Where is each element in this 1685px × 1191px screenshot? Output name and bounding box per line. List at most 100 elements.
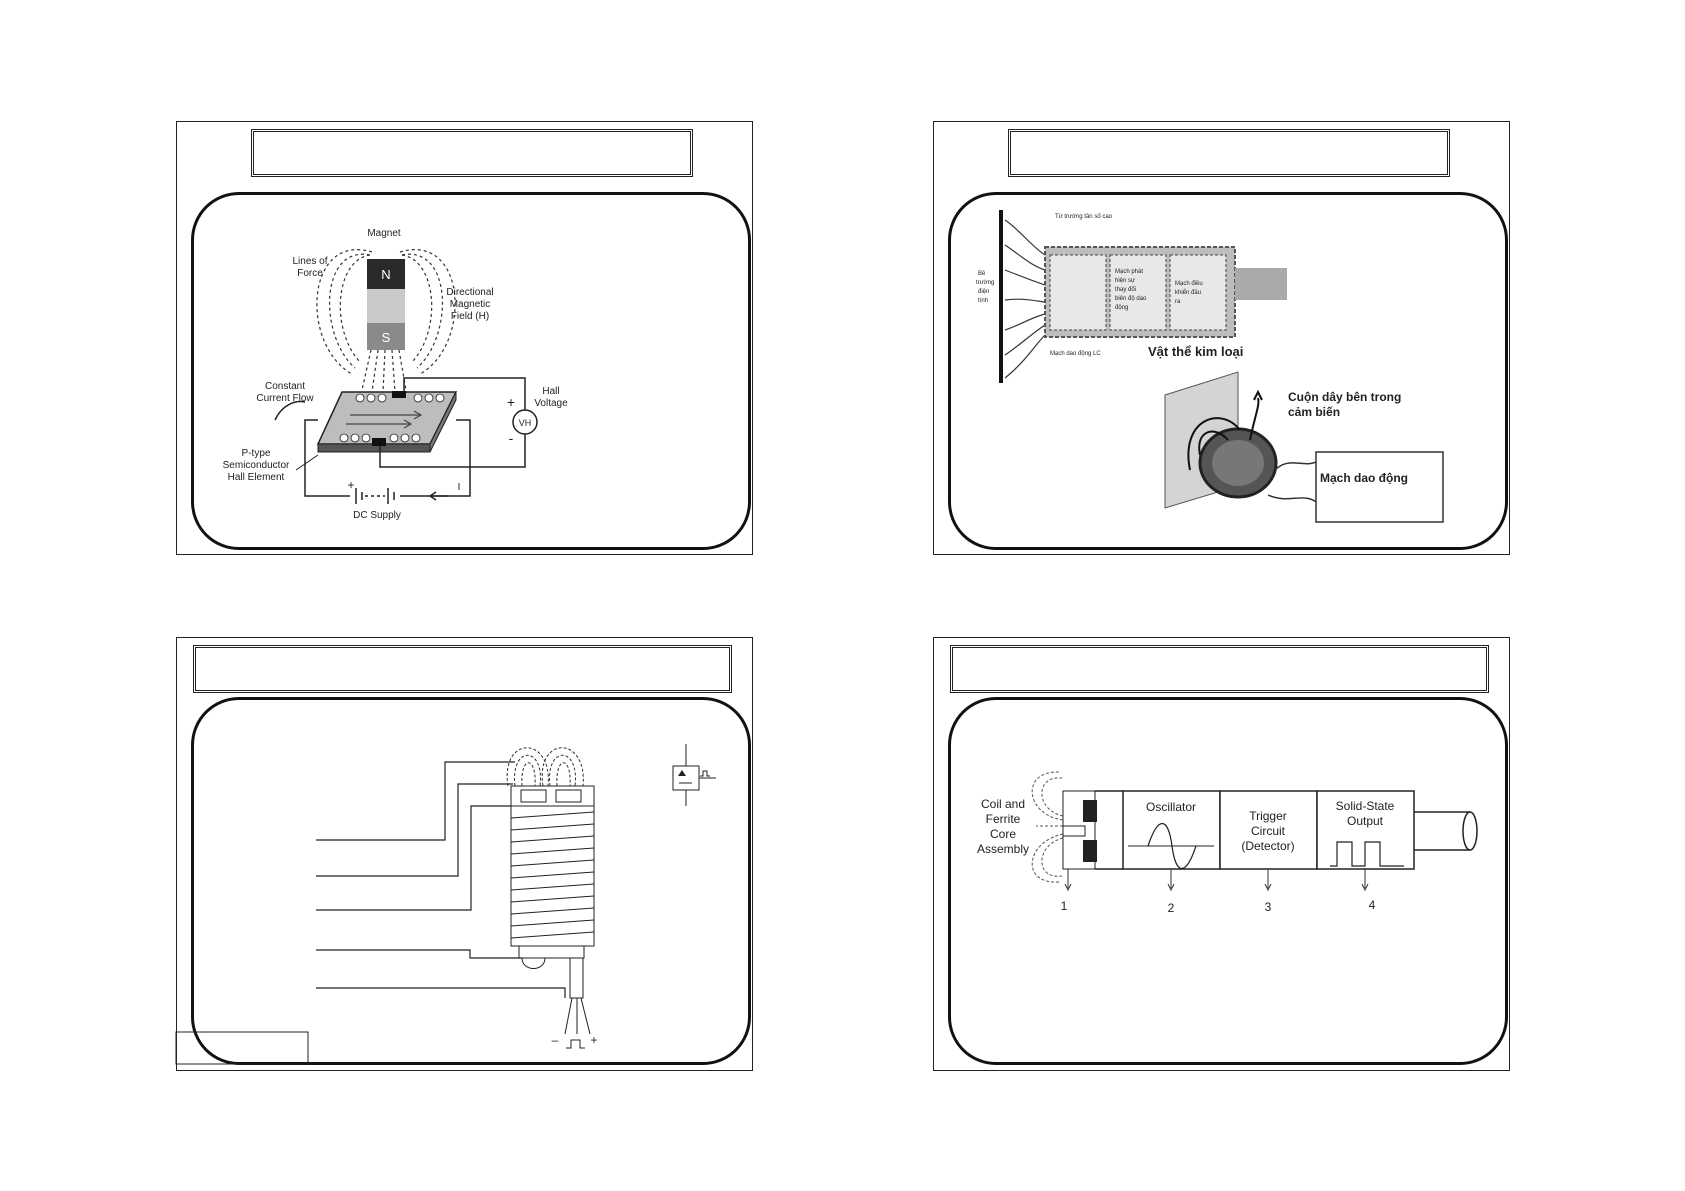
slide-4-title-bar <box>950 645 1489 693</box>
coil-label-3: Core <box>990 827 1016 841</box>
output-block <box>1169 254 1227 331</box>
trigger-label-1: Trigger <box>1249 809 1287 823</box>
dc-supply-label: DC Supply <box>353 510 401 521</box>
cable-leads <box>564 997 591 1035</box>
magnetic-field-lines <box>316 249 456 393</box>
number-3: 3 <box>1265 900 1272 914</box>
voltmeter <box>512 409 538 435</box>
lines-of-force-label-1: Lines of <box>292 256 327 267</box>
detector-text-3: thay đổi <box>1115 286 1136 293</box>
coil-to-oscillator-lines <box>1095 790 1123 870</box>
field-label-1: Directional <box>446 287 493 298</box>
oscillator-label: Mạch dao động <box>1320 471 1408 485</box>
number-2: 2 <box>1168 901 1175 915</box>
core-pot-right <box>555 789 582 803</box>
constant-current-label-2: Current Flow <box>256 393 314 404</box>
output-text-2: khiển đầu <box>1175 289 1201 296</box>
coil-winding-top <box>1083 800 1097 822</box>
oscillator-block-label: Oscillator <box>1146 800 1196 814</box>
trigger-label-3: (Detector) <box>1241 839 1294 853</box>
detector-text-1: Mạch phát <box>1115 269 1143 275</box>
lead-minus-label: – <box>552 1033 559 1047</box>
output-text-1: Mạch điều <box>1175 281 1203 287</box>
coil-label-4: Assembly <box>977 842 1029 856</box>
vh-label: VH <box>519 418 532 428</box>
slide-3-title-bar <box>193 645 732 693</box>
lc-block <box>1049 254 1107 331</box>
field-side-label-4: tính <box>978 298 988 304</box>
field-side-label-3: điện <box>978 289 989 295</box>
core-pot-left <box>520 789 547 803</box>
hall-voltage-label-1: Hall <box>542 386 559 397</box>
trigger-label-2: Circuit <box>1251 824 1286 838</box>
detector-text-2: hiện sự <box>1115 278 1135 284</box>
field-label-2: Magnetic <box>450 299 491 310</box>
coil-field-lines <box>1031 771 1064 883</box>
eddy-current-arrows <box>1187 389 1263 471</box>
coil-label-1: Coil and <box>981 797 1025 811</box>
slide-1-content-box <box>191 192 751 550</box>
sine-wave <box>1147 823 1197 869</box>
coil-winding-bottom <box>1083 840 1097 862</box>
supply-plus-sign: + <box>347 478 354 492</box>
sensor-cable <box>1235 268 1287 300</box>
square-wave <box>1330 841 1404 867</box>
charge-carriers <box>339 393 445 443</box>
inductive-sensor-diagram: Từ trường tần số cao Bề trường điện tính… <box>976 210 1444 523</box>
magnet-south-pole <box>367 323 405 350</box>
output-text-3: ra <box>1175 299 1181 305</box>
sensor-coil-face <box>1212 440 1264 486</box>
cable-end <box>1462 811 1478 851</box>
sensor-schematic-symbol <box>672 744 716 806</box>
magnet-north-pole <box>367 259 405 289</box>
lines-of-force-label-2: Force <box>297 268 323 279</box>
lead-pulse-symbol <box>566 1039 585 1049</box>
number-1: 1 <box>1061 899 1068 913</box>
cable-entry <box>569 957 584 999</box>
callout-lines <box>316 761 566 998</box>
detector-block <box>1109 254 1167 331</box>
hf-field-label: Từ trường tần số cao <box>1055 214 1113 220</box>
hf-field-lines <box>1004 219 1046 379</box>
field-side-label-1: Bề <box>978 271 986 277</box>
current-i-label: I <box>458 482 461 493</box>
housing-base <box>518 945 585 959</box>
slide-4-content-box <box>948 697 1508 1065</box>
hall-top-contact <box>392 391 406 398</box>
ptype-label-2: Semiconductor <box>223 460 290 471</box>
coil-label-2: Ferrite <box>986 812 1021 826</box>
oscillator-block <box>1122 790 1221 870</box>
magnet-middle <box>367 289 405 323</box>
number-4: 4 <box>1369 898 1376 912</box>
current-arrows <box>346 410 423 429</box>
detector-text-4: biên độ dao <box>1115 296 1147 302</box>
lc-circuit-label: Mạch dao động LC <box>1050 351 1101 357</box>
north-label: N <box>381 267 390 282</box>
led-indicator <box>521 957 546 969</box>
detector-text-5: động <box>1115 305 1128 311</box>
coil-inside-label-1: Cuộn dây bên trong <box>1288 390 1401 404</box>
output-label-2: Output <box>1347 814 1384 828</box>
hall-plus-sign: + <box>507 394 515 410</box>
hall-voltage-label-2: Voltage <box>534 398 568 409</box>
hall-minus-sign: - <box>509 430 514 446</box>
constant-current-label-1: Constant <box>265 381 305 392</box>
ptype-label-1: P-type <box>242 448 271 459</box>
block-diagram: Coil and Ferrite Core Assembly Oscillato… <box>977 771 1478 915</box>
ptype-label-3: Hall Element <box>228 472 285 483</box>
output-label-1: Solid-State <box>1336 799 1395 813</box>
sensor-construction-diagram: – + <box>175 744 716 1065</box>
magnet-label: Magnet <box>367 228 401 239</box>
circuit-wires <box>274 377 526 504</box>
slide-2-title-bar <box>1008 129 1450 177</box>
output-cable <box>1414 811 1470 851</box>
coil-inside-label-2: cảm biến <box>1288 405 1340 419</box>
south-label: S <box>382 330 391 345</box>
oscillator-box <box>1315 451 1444 523</box>
field-side-label-2: trường <box>976 280 994 286</box>
ferrite-gap <box>1062 825 1086 837</box>
hall-effect-diagram: N S Magnet Lines of Force Directional Ma… <box>223 228 568 521</box>
lead-plus-label: + <box>590 1033 597 1047</box>
pointer-arrows <box>1064 869 1369 892</box>
